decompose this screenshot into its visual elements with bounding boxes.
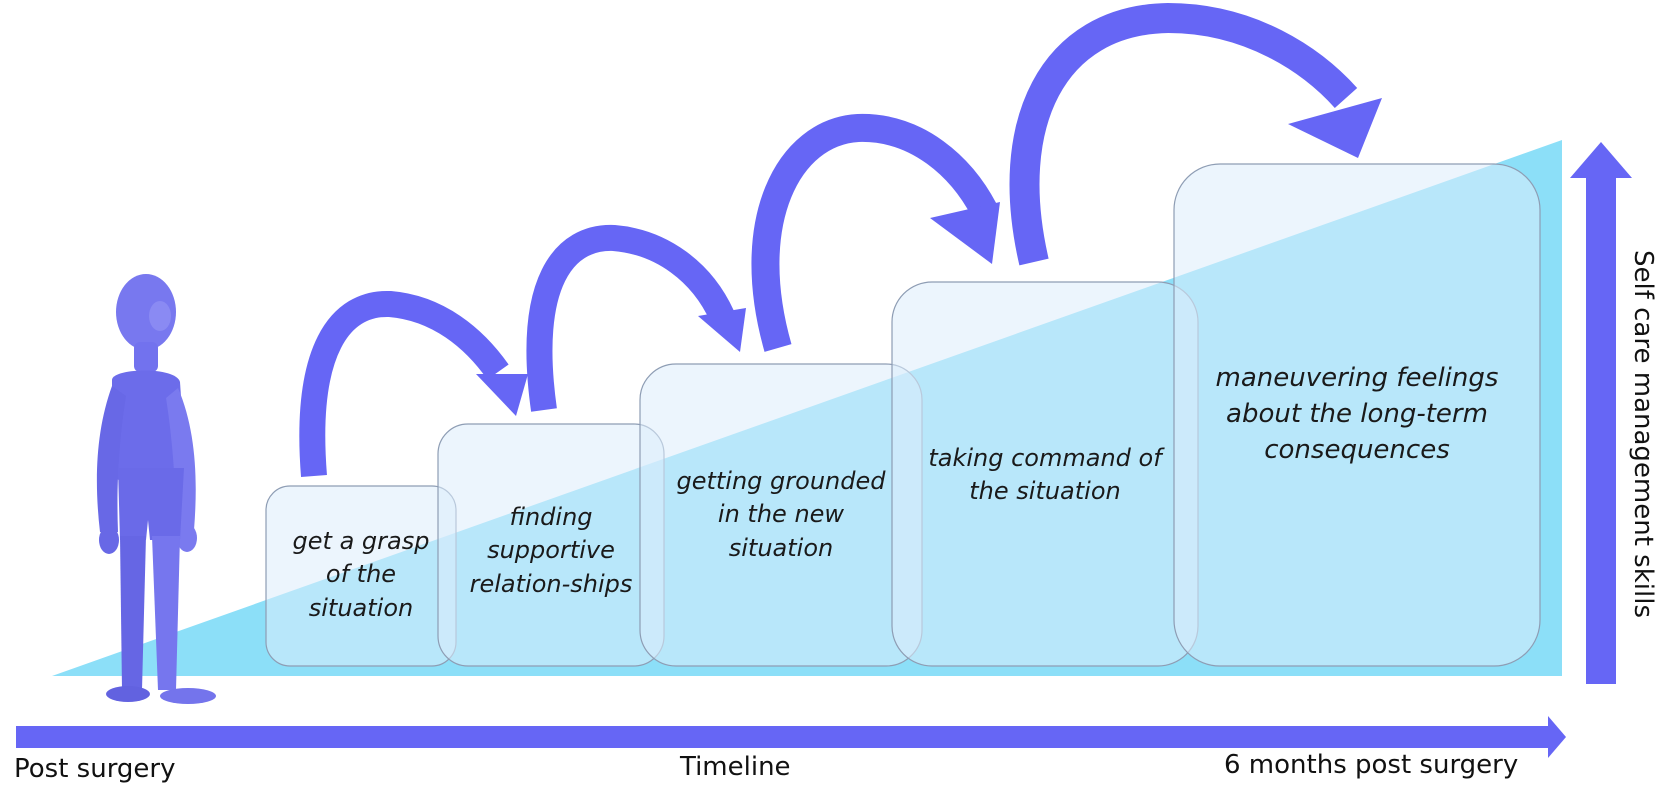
step-label-2: finding supportive relation-ships <box>469 503 633 598</box>
step-box-5 <box>1173 163 1541 667</box>
curved-arrow-2 <box>526 224 746 412</box>
timeline-axis-arrow <box>16 716 1566 758</box>
step-arrows <box>299 2 1382 478</box>
step-boxes <box>265 163 1541 667</box>
step-label-5: maneuvering feelings about the long-term… <box>1215 363 1499 465</box>
timeline-axis-label: Timeline <box>680 752 791 782</box>
curved-arrow-3 <box>751 113 1000 352</box>
timeline-start-label: Post surgery <box>14 754 176 784</box>
step-label-1: get a grasp of the situation <box>292 527 430 622</box>
curved-arrow-4 <box>1009 2 1382 266</box>
skills-axis-label: Self care management skills <box>1628 250 1658 618</box>
step-label-3: getting grounded in the new situation <box>676 467 886 562</box>
step-label-4: taking command of the situation <box>928 443 1162 505</box>
curved-arrow-1 <box>299 290 528 478</box>
person-figure-icon <box>96 274 216 704</box>
timeline-end-label: 6 months post surgery <box>1224 750 1519 780</box>
skills-axis-arrow <box>1570 142 1632 684</box>
